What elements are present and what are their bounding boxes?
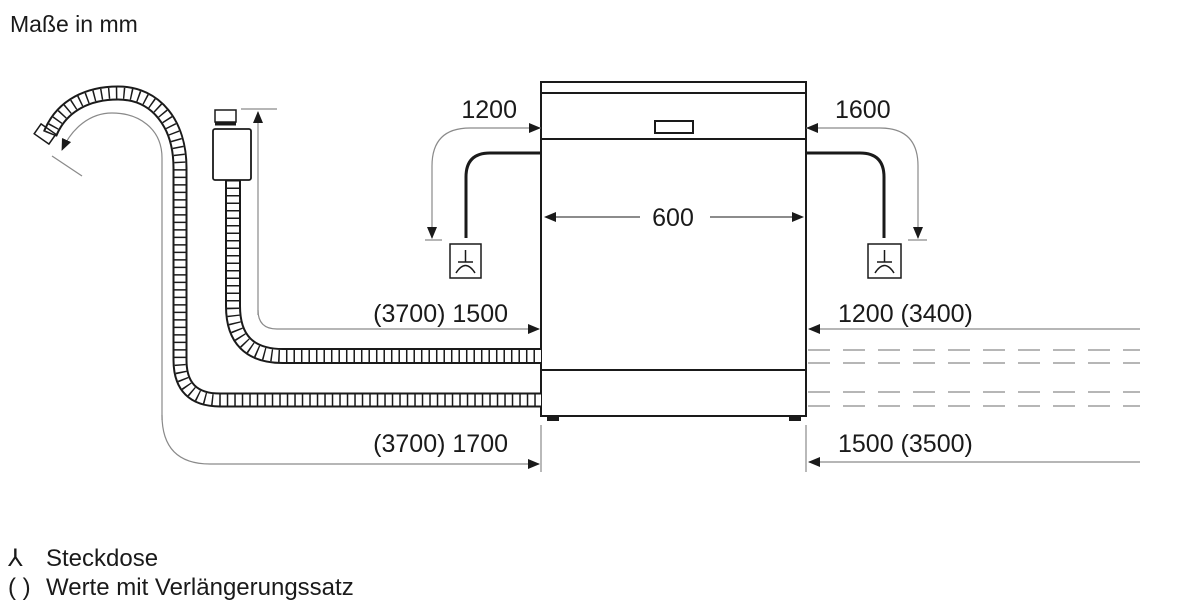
socket-legend-label: Steckdose	[46, 545, 158, 572]
dishwasher-front	[540, 81, 807, 421]
diagram-title: Maße in mm	[10, 11, 138, 37]
inlet-right-label: 1200 (3400)	[838, 300, 973, 328]
inlet-connector	[214, 109, 237, 123]
width-dimension: 600	[544, 204, 804, 232]
display-panel	[654, 120, 694, 134]
inlet-hose: (3700) 1500	[212, 108, 541, 364]
power-cord-left: 1200	[425, 96, 541, 279]
drain-left-label: (3700) 1700	[373, 430, 508, 458]
extension-legend-label: Werte mit Verlängerungssatz	[46, 574, 354, 601]
drain-hose-end	[33, 122, 57, 146]
legend: ⅄ Steckdose ( ) Werte mit Verlängerungss…	[7, 545, 354, 601]
extension-legend-symbol: ( )	[8, 574, 31, 601]
aquastop-valve	[212, 128, 252, 181]
foot-left	[547, 416, 559, 421]
drain-hose: (3700) 1700	[33, 85, 541, 469]
width-label: 600	[652, 204, 694, 232]
inlet-left-label: (3700) 1500	[373, 300, 508, 328]
drain-right-label: 1500 (3500)	[838, 430, 973, 458]
socket-icon	[449, 243, 482, 279]
socket-icon	[867, 243, 902, 279]
foot-right	[789, 416, 801, 421]
power-cord-right-label: 1600	[835, 96, 891, 124]
right-hose-dimensions: 1200 (3400) 1500 (3500)	[808, 300, 1140, 467]
power-cord-left-label: 1200	[461, 96, 517, 124]
socket-legend-symbol: ⅄	[7, 545, 23, 572]
power-cord-right: 1600	[806, 96, 927, 279]
